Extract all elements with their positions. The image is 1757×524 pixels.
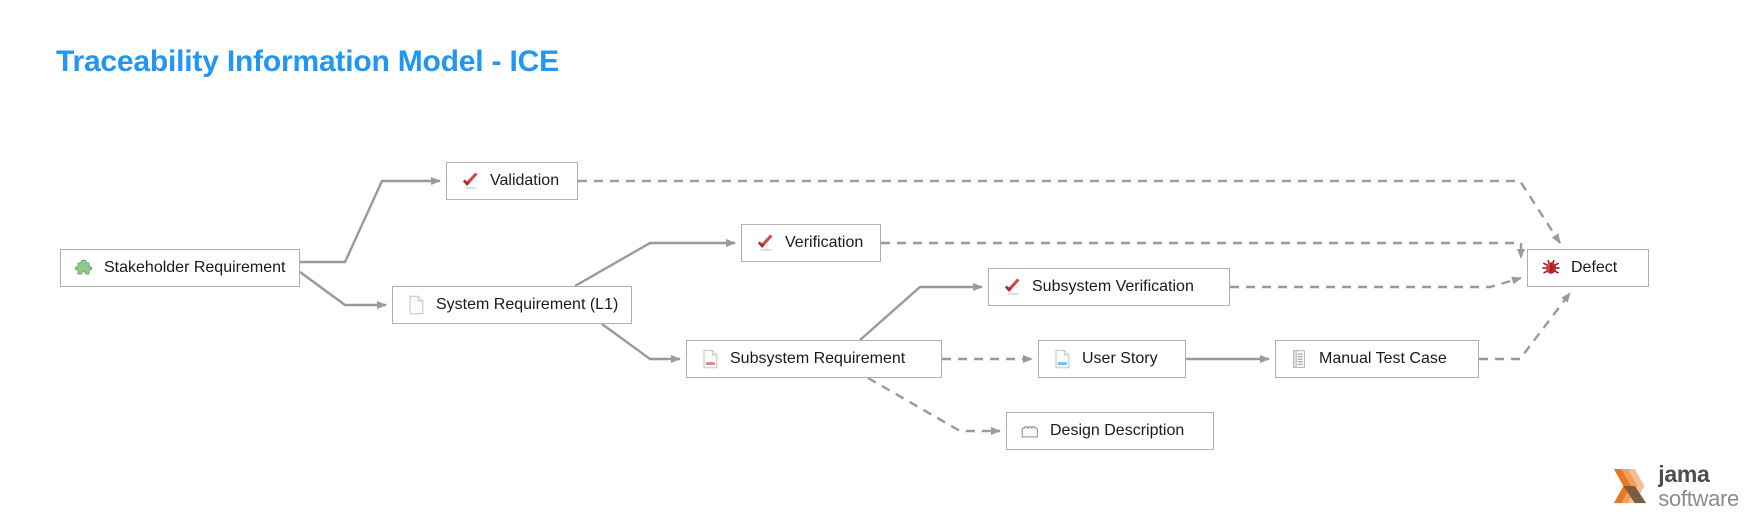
node-defect[interactable]: Defect bbox=[1527, 249, 1649, 287]
page-title: Traceability Information Model - ICE bbox=[56, 45, 559, 78]
node-label: Verification bbox=[785, 234, 864, 251]
node-label: Manual Test Case bbox=[1319, 350, 1447, 367]
red-check-icon bbox=[1004, 278, 1020, 295]
jama-chevron-mark-icon bbox=[1614, 468, 1647, 503]
edge-verification-to-defect bbox=[881, 241, 1525, 259]
node-label: Subsystem Requirement bbox=[730, 350, 906, 367]
logo-line-1: jama bbox=[1658, 461, 1710, 487]
node-subsystem-requirement[interactable]: Subsystem Requirement bbox=[686, 340, 942, 378]
red-check-icon bbox=[757, 234, 773, 251]
document-red-bar-icon bbox=[703, 349, 718, 369]
logo-line-2: software bbox=[1658, 486, 1739, 511]
document-blue-bar-icon bbox=[1055, 349, 1070, 369]
edge-subsystem-verification-to-defect bbox=[1230, 276, 1522, 289]
lined-document-icon bbox=[1292, 350, 1306, 368]
edge-system-requirement-to-verification bbox=[574, 239, 736, 288]
node-stakeholder-requirement[interactable]: Stakeholder Requirement bbox=[60, 249, 300, 287]
node-label: Validation bbox=[490, 172, 560, 189]
puzzle-piece-icon bbox=[75, 259, 93, 275]
edge-stakeholder-to-system-requirement bbox=[299, 271, 387, 309]
node-validation[interactable]: Validation bbox=[446, 162, 578, 200]
edge-subsystem-requirement-to-subsystem-verification bbox=[859, 283, 983, 341]
node-label: Defect bbox=[1571, 259, 1618, 276]
node-manual-test-case[interactable]: Manual Test Case bbox=[1275, 340, 1479, 378]
red-check-icon bbox=[462, 172, 478, 189]
node-design-description[interactable]: Design Description bbox=[1006, 412, 1214, 450]
document-icon bbox=[409, 295, 424, 315]
node-label: Subsystem Verification bbox=[1032, 278, 1194, 295]
node-label: System Requirement (L1) bbox=[436, 296, 619, 313]
bug-icon bbox=[1542, 259, 1560, 274]
node-user-story[interactable]: User Story bbox=[1038, 340, 1186, 378]
node-system-requirement-l1[interactable]: System Requirement (L1) bbox=[392, 286, 632, 324]
node-subsystem-verification[interactable]: Subsystem Verification bbox=[988, 268, 1230, 306]
folder-icon bbox=[1021, 426, 1038, 438]
edge-manual-test-case-to-defect bbox=[1479, 292, 1571, 361]
jama-software-logo: jama software bbox=[1612, 463, 1739, 510]
node-label: Stakeholder Requirement bbox=[104, 259, 286, 276]
edge-stakeholder-to-validation bbox=[300, 177, 441, 264]
node-verification[interactable]: Verification bbox=[741, 224, 881, 262]
edge-system-requirement-to-subsystem-requirement bbox=[601, 323, 681, 363]
node-label: Design Description bbox=[1050, 422, 1185, 439]
edge-subsystem-requirement-to-design-description bbox=[867, 376, 1001, 435]
node-label: User Story bbox=[1082, 350, 1158, 367]
edge-validation-to-defect bbox=[578, 179, 1562, 244]
